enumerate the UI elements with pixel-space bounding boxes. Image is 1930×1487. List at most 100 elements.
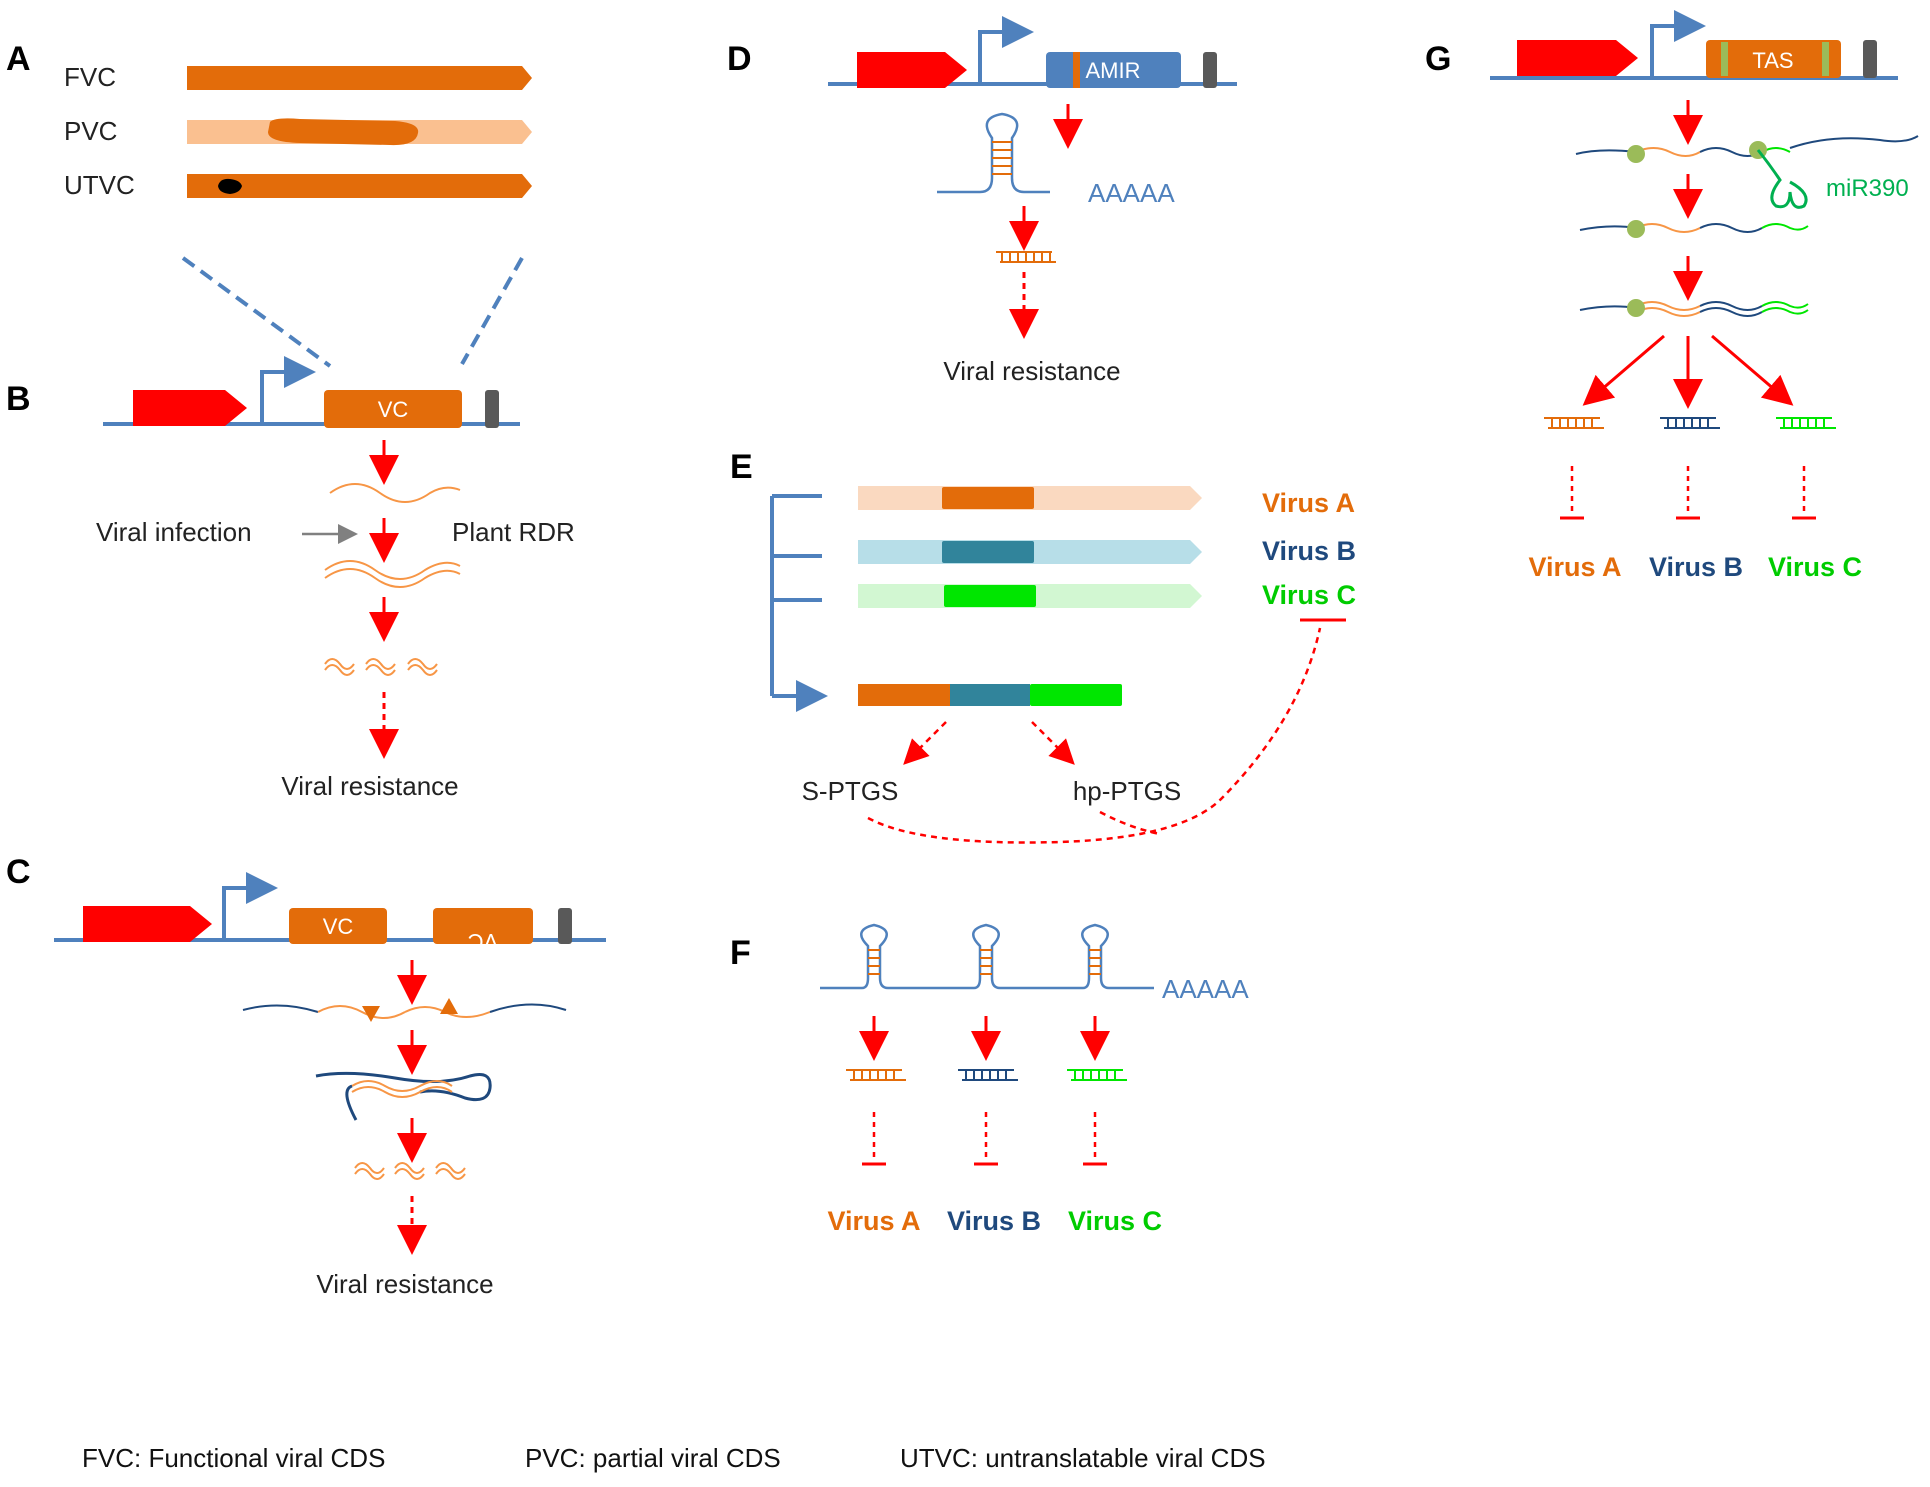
vc-antisense-label: VC (468, 929, 499, 954)
panel-b: B VC Viral infection Plant RDR Viral res… (6, 356, 575, 801)
virus-b-fragment (942, 541, 1034, 563)
promoter-block (133, 390, 247, 426)
dsrna-transcript (1761, 301, 1809, 309)
fusion-segment-c (1030, 684, 1122, 706)
panel-d-letter: D (727, 40, 752, 78)
amirna-duplex-b (958, 1069, 1018, 1081)
panel-e: E Virus A Virus B Virus C S-PTGS hp-PTGS (730, 448, 1356, 844)
folded-hairpin (315, 1071, 492, 1102)
virus-c-label: Virus C (1068, 1206, 1162, 1236)
virus-c-label: Virus C (1768, 552, 1862, 582)
panel-g: G TAS miR390 (1425, 10, 1919, 582)
tas-box-label: TAS (1752, 48, 1793, 73)
dsrna-transcript (1635, 307, 1701, 317)
folded-hairpin (351, 1086, 453, 1098)
pvc-partial-segment (268, 118, 419, 146)
vc-box-label: VC (378, 397, 409, 422)
vc-sense-box (289, 908, 387, 944)
polya-tail: AAAAA (1162, 974, 1249, 1004)
utvc-stop-mark (218, 178, 242, 194)
virus-b-label: Virus B (1649, 552, 1743, 582)
cleavage-site (1627, 220, 1645, 238)
amirna-duplex (996, 251, 1056, 263)
tasirna-duplex-c (1776, 417, 1836, 429)
panel-c-letter: C (6, 853, 31, 891)
viral-resistance-label: Viral resistance (943, 356, 1120, 386)
intron-marker (440, 998, 458, 1014)
zoom-line-left (181, 256, 332, 368)
fusion-segment-b (950, 684, 1030, 706)
panel-b-letter: B (6, 380, 31, 418)
tss-arrow-icon (260, 356, 316, 424)
terminator-block (1863, 40, 1877, 78)
pri-mirna-transcript (937, 112, 1050, 194)
mir390-site (1822, 42, 1829, 76)
virus-b-label: Virus B (1262, 536, 1356, 566)
tasirna-duplex-a (1544, 417, 1604, 429)
bracket-connector (770, 494, 822, 696)
panel-f: F AAAAA Virus A Virus B Virus C (730, 923, 1249, 1236)
terminator-block (1203, 52, 1217, 88)
cleaved-transcript (1699, 223, 1763, 233)
dsrna-transcript (1699, 301, 1763, 311)
amirna-duplex-a (846, 1069, 906, 1081)
mir390-label: miR390 (1826, 175, 1909, 202)
vc-antisense-box (433, 908, 533, 944)
stem-basepairs (868, 949, 1101, 975)
stem-basepairs (992, 141, 1012, 175)
tas-transcript (1635, 147, 1701, 157)
virus-c-label: Virus C (1262, 580, 1356, 610)
s-ptgs-label: S-PTGS (802, 776, 899, 806)
virus-c-fragment (944, 585, 1036, 607)
panel-d: D AMIR AAAAA Viral resistance (727, 16, 1237, 386)
panel-f-letter: F (730, 934, 751, 972)
polycistronic-transcript (820, 923, 1154, 990)
virus-a-fragment (942, 487, 1034, 509)
hairpin-transcript (242, 1004, 319, 1013)
dashed-flow-arrow (1031, 721, 1075, 765)
promoter-block (83, 906, 212, 942)
sirna-group (324, 658, 438, 676)
amir-box-label: AMIR (1086, 58, 1141, 83)
fvc-row-label: FVC (64, 62, 116, 92)
virus-a-label: Virus A (827, 1206, 920, 1236)
dsrna-wave (324, 568, 461, 588)
panel-e-letter: E (730, 448, 753, 486)
vc-sense-label: VC (323, 914, 354, 939)
hp-ptgs-label: hp-PTGS (1073, 776, 1181, 806)
dsrna-wave (324, 560, 461, 580)
legend-utvc: UTVC: untranslatable viral CDS (900, 1443, 1266, 1473)
dsrna-transcript (1635, 301, 1701, 311)
vc-box (324, 390, 462, 428)
promoter-block (857, 52, 967, 88)
mir390-site (1721, 42, 1728, 76)
fvc-bar (187, 66, 532, 90)
panel-c: C VC VC Viral resistance (6, 853, 606, 1299)
dsrna-transcript (1761, 307, 1809, 315)
terminator-block (558, 908, 572, 944)
promoter-block (1517, 40, 1638, 76)
utvc-row-label: UTVC (64, 170, 135, 200)
amirna-duplex-c (1067, 1069, 1127, 1081)
panel-a-letter: A (6, 40, 31, 78)
fusion-segment-a (858, 684, 950, 706)
polya-tail: AAAAA (1088, 178, 1175, 208)
amir-insert (1073, 52, 1080, 88)
ssrna-wave (329, 483, 461, 503)
folded-hairpin (345, 1084, 358, 1121)
virus-b-label: Virus B (947, 1206, 1041, 1236)
hairpin-transcript (489, 1003, 567, 1013)
flow-arrow (1582, 334, 1665, 406)
cleaved-transcript (1635, 223, 1701, 233)
viral-infection-label: Viral infection (96, 517, 252, 547)
tss-arrow-icon (222, 872, 278, 940)
intron-marker (362, 1006, 380, 1022)
dsrna-transcript (1699, 307, 1763, 317)
tas-transcript (1789, 135, 1919, 149)
flow-arrow (1711, 334, 1794, 406)
tss-arrow-icon (1650, 10, 1706, 78)
tasirna-duplex-b (1660, 417, 1720, 429)
cleaved-transcript (1761, 223, 1809, 231)
viral-resistance-label: Viral resistance (316, 1269, 493, 1299)
